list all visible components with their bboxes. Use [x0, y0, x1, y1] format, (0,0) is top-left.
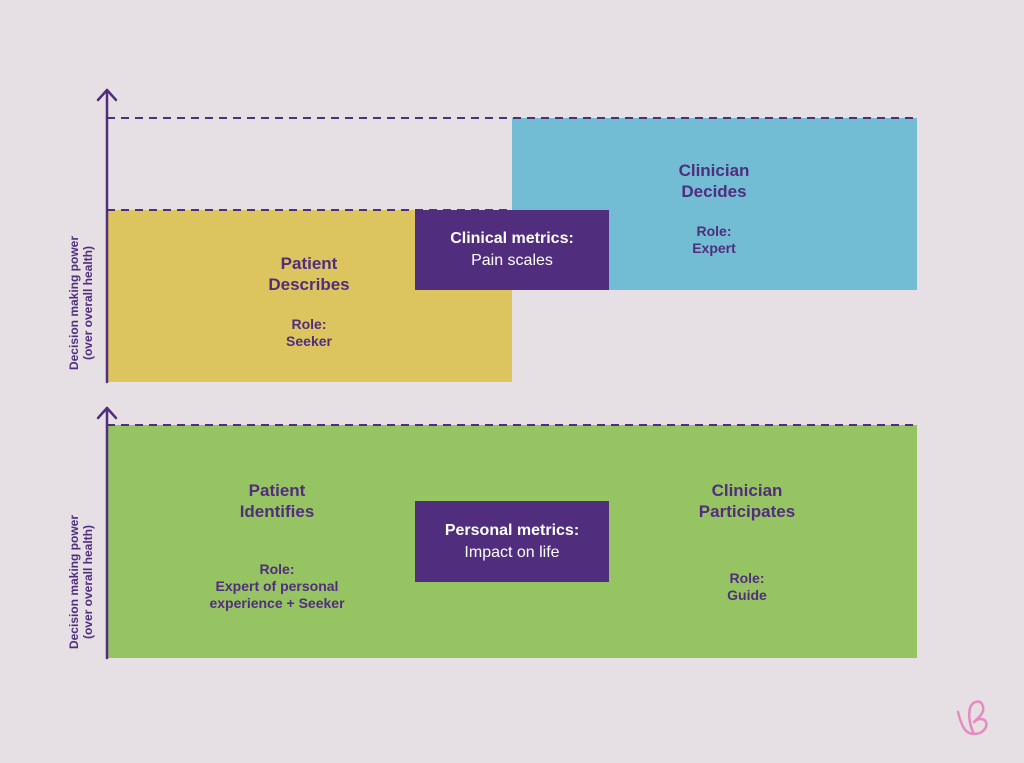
top-patient-verb: Describes [268, 275, 350, 294]
bottom-patient-heading: Patient Identifies [167, 480, 387, 522]
bottom-clinician-title: Clinician [711, 481, 783, 500]
bottom-patient-role: Role: Expert of personal experience + Se… [167, 561, 387, 612]
top-clinician-role-value: Expert [692, 240, 736, 256]
bottom-y-axis-label: Decision making power (over overall heal… [67, 472, 95, 692]
top-y-axis-label-line1: Decision making power [67, 235, 81, 371]
top-y-axis-label: Decision making power (over overall heal… [67, 193, 95, 413]
bottom-patient-role-value-line1: Expert of personal [215, 578, 339, 594]
top-y-axis-arrow-icon [96, 88, 118, 102]
bottom-clinician-verb: Participates [698, 502, 796, 521]
bottom-patient-role-label: Role: [259, 561, 295, 577]
clinical-metrics-title: Clinical metrics: [450, 230, 574, 247]
bottom-clinician-role-value: Guide [727, 587, 767, 603]
personal-metrics-box: Personal metrics: Impact on life [415, 501, 609, 582]
top-clinician-role: Role: Expert [614, 223, 814, 257]
top-clinician-role-label: Role: [696, 223, 732, 239]
top-clinician-title: Clinician [678, 161, 750, 180]
bottom-clinician-role: Role: Guide [647, 570, 847, 604]
personal-metrics-title: Personal metrics: [444, 521, 580, 539]
bottom-y-axis-arrow-icon [96, 406, 118, 420]
top-y-axis-label-line2: (over overall health) [81, 245, 95, 361]
top-patient-role-label: Role: [291, 316, 327, 332]
top-clinician-heading: Clinician Decides [614, 160, 814, 202]
bottom-patient-title: Patient [248, 481, 306, 500]
bottom-patient-role-value-line2: experience + Seeker [209, 595, 345, 611]
top-patient-heading: Patient Describes [209, 253, 409, 295]
personal-metrics-subtitle: Impact on life [464, 543, 560, 561]
bottom-clinician-role-label: Role: [729, 570, 765, 586]
top-patient-role-value: Seeker [286, 333, 332, 349]
clinical-metrics-box: Clinical metrics: Pain scales [415, 210, 609, 290]
bottom-y-axis-label-line1: Decision making power [67, 514, 81, 650]
bottom-clinician-heading: Clinician Participates [637, 480, 857, 522]
bottom-patient-verb: Identifies [239, 502, 315, 521]
swirl-b-logo-icon [956, 700, 988, 736]
top-clinician-verb: Decides [681, 182, 747, 201]
clinical-metrics-subtitle: Pain scales [471, 252, 553, 269]
top-patient-title: Patient [280, 254, 338, 273]
bottom-y-axis-label-line2: (over overall health) [81, 524, 95, 640]
top-patient-role: Role: Seeker [209, 316, 409, 350]
